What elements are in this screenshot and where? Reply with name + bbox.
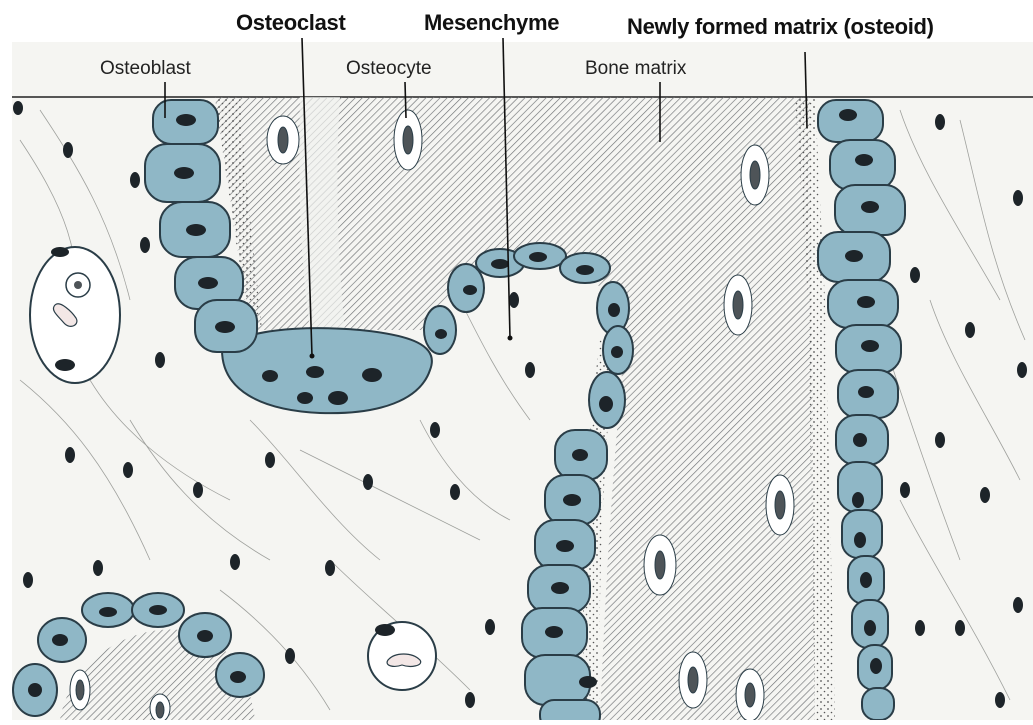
label-bone-matrix: Bone matrix bbox=[585, 58, 686, 80]
label-mesenchyme: Mesenchyme bbox=[424, 10, 559, 36]
label-osteoblast: Osteoblast bbox=[100, 58, 191, 80]
label-osteocyte: Osteocyte bbox=[346, 58, 432, 80]
label-osteoid: Newly formed matrix (osteoid) bbox=[627, 14, 934, 40]
capillary-lower bbox=[368, 622, 436, 690]
capillary-left bbox=[30, 247, 120, 383]
label-osteoclast: Osteoclast bbox=[236, 10, 346, 36]
